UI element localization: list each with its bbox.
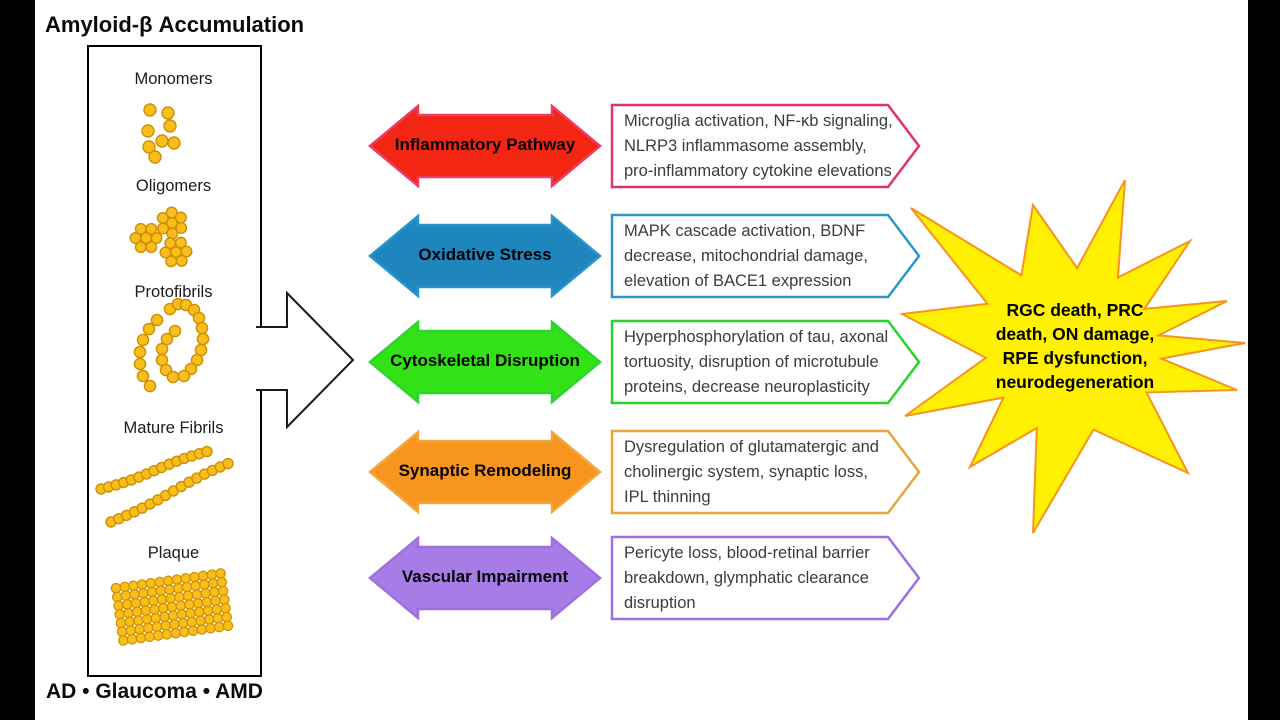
pathway-detail-line: Pericyte loss, blood-retinal barrier <box>624 544 870 562</box>
pathway-detail-text-cytoskeletal: Hyperphosphorylation of tau, axonal tort… <box>624 325 896 400</box>
stage-label-monomers: Monomers <box>134 70 213 88</box>
pathway-detail-text-oxidative: MAPK cascade activation, BDNF decrease, … <box>624 219 896 294</box>
pathway-detail-line: proteins, decrease neuroplasticity <box>624 378 870 396</box>
pathway-detail-text-vascular: Pericyte loss, blood-retinal barrier bre… <box>624 541 896 616</box>
pathway-detail-text-inflammatory: Microglia activation, NF-κb signaling, N… <box>624 109 896 184</box>
diagram-title: Amyloid-β Accumulation <box>45 12 305 37</box>
pathway-detail-box-oxidative <box>610 213 921 299</box>
pathway-detail-box-synaptic <box>610 429 921 515</box>
stage-label-protofibrils: Protofibrils <box>134 283 213 301</box>
outcome-line: RPE dysfunction, <box>1002 348 1148 368</box>
mature-fibrils-icon <box>95 445 234 528</box>
pathway-detail-line: elevation of BACE1 expression <box>624 272 852 290</box>
pathway-detail-text-synaptic: Dysregulation of glutamatergic and choli… <box>624 435 896 510</box>
outcome-line: RGC death, PRC <box>1006 300 1144 320</box>
pathway-detail-line: breakdown, glymphatic clearance <box>624 569 869 587</box>
pathway-arrow-synaptic <box>368 429 602 515</box>
pathway-arrow-inflammatory <box>368 103 602 189</box>
stage-label-plaque: Plaque <box>147 544 200 562</box>
protofibrils-icon <box>133 297 210 393</box>
pathway-detail-line: Microglia activation, NF-κb signaling, <box>624 112 893 130</box>
pathway-detail-box-cytoskeletal <box>610 319 921 405</box>
monomers-icon <box>141 103 181 164</box>
disease-labels: AD • Glaucoma • AMD <box>46 680 263 703</box>
pathway-label-cytoskeletal: Cytoskeletal Disruption <box>390 351 580 370</box>
oligomers-icon <box>129 206 193 268</box>
outcome-line: neurodegeneration <box>995 372 1155 392</box>
pathway-label-synaptic: Synaptic Remodeling <box>398 461 572 480</box>
pathway-detail-line: Dysregulation of glutamatergic and <box>624 438 879 456</box>
pathway-arrow-oxidative <box>368 213 602 299</box>
stage-label-oligomers: Oligomers <box>135 177 212 195</box>
pathway-label-inflammatory: Inflammatory Pathway <box>394 135 576 154</box>
pathway-label-oxidative: Oxidative Stress <box>418 245 552 264</box>
pathway-detail-line: tortuosity, disruption of microtubule <box>624 353 879 371</box>
pathway-arrow-cytoskeletal <box>368 319 602 405</box>
pathway-detail-line: IPL thinning <box>624 488 711 506</box>
right-letterbox-bar <box>1248 0 1280 720</box>
pathway-detail-line: MAPK cascade activation, BDNF <box>624 222 866 240</box>
plaque-icon <box>110 568 234 646</box>
pathway-detail-line: NLRP3 inflammasome assembly, <box>624 137 867 155</box>
outcome-text: RGC death, PRC death, ON damage, RPE dys… <box>950 298 1200 394</box>
pathway-detail-line: disruption <box>624 594 696 612</box>
pathway-detail-line: pro-inflammatory cytokine elevations <box>624 162 892 180</box>
pathway-label-vascular: Vascular Impairment <box>401 567 569 586</box>
left-letterbox-bar <box>0 0 35 720</box>
amyloid-stages-box <box>87 45 262 677</box>
pathway-detail-box-vascular <box>610 535 921 621</box>
progression-arrow <box>256 290 355 430</box>
pathway-detail-line: decrease, mitochondrial damage, <box>624 247 868 265</box>
outcome-line: death, ON damage, <box>995 324 1155 344</box>
pathway-detail-line: cholinergic system, synaptic loss, <box>624 463 868 481</box>
pathway-detail-line: Hyperphosphorylation of tau, axonal <box>624 328 889 346</box>
pathway-detail-box-inflammatory <box>610 103 921 189</box>
outcome-starburst <box>898 179 1246 534</box>
stage-label-mature-fibrils: Mature Fibrils <box>123 419 224 437</box>
pathway-arrow-vascular <box>368 535 602 621</box>
